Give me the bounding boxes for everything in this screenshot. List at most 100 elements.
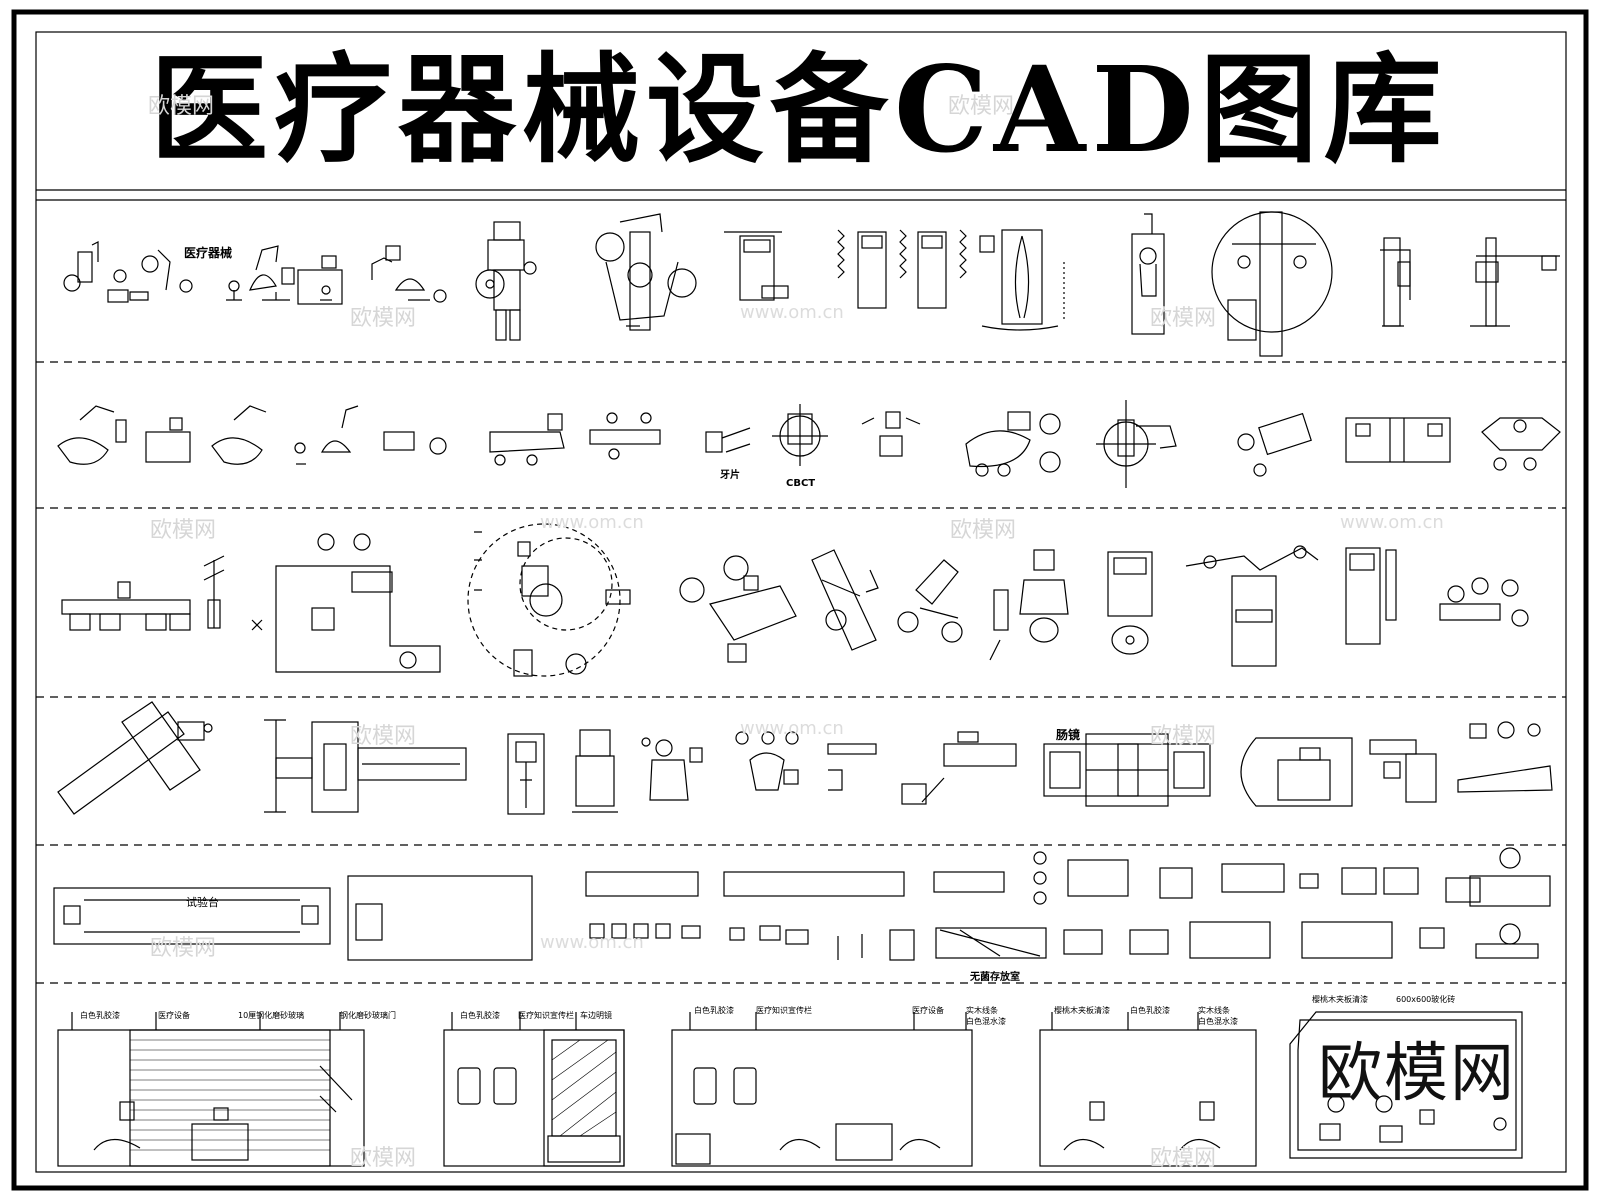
watermark-url-1: www.om.cn [740,302,844,323]
watermark-5: 欧模网 [150,518,217,543]
reception-desk-icon [1237,412,1312,477]
elev2-label-1: 白色乳胶漆 [460,1011,500,1020]
watermark-3: 欧模网 [350,306,417,331]
elev3-label-4: 实木线条 [966,1006,998,1015]
row-5-equipment [53,847,1551,961]
chair-plan-small-icon [901,731,1017,805]
dental-film-xray-icon [705,404,828,466]
x-ray-stand-icon [475,221,537,341]
sterile-storage-label: 无菌存放室 [970,972,1020,983]
ceph-xray-icon [1470,237,1560,327]
page-title: 医疗器械设备CAD图库 [150,40,1448,179]
elevation-1 [57,1012,365,1167]
watermark-url-2: www.om.cn [540,512,644,533]
cbct-label: CBCT [786,478,816,489]
standing-patient-icon [1131,213,1165,335]
chair-with-basin-icon [1107,551,1153,655]
row-6-elevations [57,1011,1523,1167]
elevation-4 [1039,1012,1257,1167]
dental-unit-icon [226,245,295,301]
elev4-label-4: 白色混水漆 [1198,1017,1238,1026]
desk-curved-icon [1240,737,1437,807]
small-dental-icon [1439,577,1529,627]
operator-chair-icon [861,411,921,457]
watermark-url-5: www.om.cn [540,932,644,953]
row-3-equipment [61,523,1529,677]
watermark-2: 欧模网 [948,94,1015,119]
watermark-7: 欧模网 [350,724,417,749]
elev2-label-3: 车边明镜 [580,1011,612,1020]
test-bench-label: 试验台 [186,896,219,909]
exam-bed-icon [724,231,789,301]
dental-chair-plan-icon [679,555,797,663]
patient-seat-icon [641,737,703,801]
ct-gantry-icon [1211,211,1333,357]
panoramic-xray-icon [1380,237,1411,327]
surgical-arm-plan-icon [1185,545,1319,667]
watermark-10: 欧模网 [350,1146,417,1171]
elevation-3 [671,1012,973,1167]
equipment-blocks-row2-icon [589,921,1539,961]
elev1-label-2: 医疗设备 [158,1011,190,1020]
row-1-equipment [63,211,1560,357]
dental-chair-top-icon [989,549,1069,661]
floor-plan-5 [1289,1011,1523,1159]
office-desks-icon [61,555,225,631]
desk-computer-icon [297,255,343,305]
linac-couch-icon [1457,721,1553,793]
c-arm-rotated-icon [57,701,213,815]
row-2-equipment [57,400,1561,488]
elev4-label-3: 实木线条 [1198,1006,1230,1015]
consult-room-icon [1345,417,1451,463]
dental-film-label: 牙片 [720,470,740,481]
inner-frame [35,31,1567,1173]
row-separators [36,361,1566,984]
elev4-label-2: 白色乳胶漆 [1130,1006,1170,1015]
recline-chair-icon [897,559,963,643]
watermark-1: 欧模网 [148,94,215,119]
endoscopy-cart-icon [507,729,618,815]
dental-radius-layout-icon [467,523,631,677]
dental-chairs-row-icon [57,405,447,465]
dental-chair-icon [63,241,193,303]
elevation-2 [443,1012,625,1167]
watermark-6: 欧模网 [950,518,1017,543]
operating-table-icon [264,719,467,813]
elev3-label-1: 白色乳胶漆 [694,1006,734,1015]
elev5-label-1: 樱桃木夹板清漆 [1312,995,1368,1004]
round-table-icon [1481,417,1561,471]
colonoscopy-suite-icon [1043,733,1211,807]
row1-category-label: 医疗器械 [184,246,233,260]
watermark-url-3: www.om.cn [1340,512,1444,533]
elev1-label-3: 10厘钢化磨砂玻璃 [238,1011,305,1020]
ceiling-lamp-icon [1096,400,1177,488]
elev2-label-2: 医疗知识宣传栏 [518,1011,574,1020]
endoscope-label: 肠镜 [1056,728,1081,742]
watermark-4: 欧模网 [1150,306,1217,331]
patient-on-bed-icon [979,229,1065,331]
dental-unit-icon-2 [371,245,447,303]
elev5-label-2: 600x600玻化砖 [1396,995,1456,1004]
elev1-label-4: 钢化磨砂玻璃门 [340,1011,396,1020]
outer-frame [11,9,1589,1191]
elev4-label-1: 樱桃木夹板清漆 [1054,1006,1110,1015]
test-bench-lines [84,899,300,933]
stretcher-pair-icon [837,229,967,309]
elev3-label-5: 白色混水漆 [966,1017,1006,1026]
elev3-label-2: 医疗知识宣传栏 [756,1006,812,1015]
surgical-light-arm-icon [595,213,697,331]
test-bench-table [53,887,331,945]
watermark-11: 欧模网 [1150,1146,1217,1171]
clinic-layout-icon [251,533,441,673]
elev3-label-3: 医疗设备 [912,1006,944,1015]
watermark-8: 欧模网 [1150,724,1217,749]
elev1-label-1: 白色乳胶漆 [80,1011,120,1020]
watermark-brand-big: 欧模网 [1318,1037,1516,1111]
row-4-equipment [57,701,1553,815]
dental-group-icon [735,731,877,791]
watermark-9: 欧模网 [150,936,217,961]
watermark-url-4: www.om.cn [740,718,844,739]
dental-station-icon [965,411,1061,477]
rotated-chair-icon [811,549,879,651]
